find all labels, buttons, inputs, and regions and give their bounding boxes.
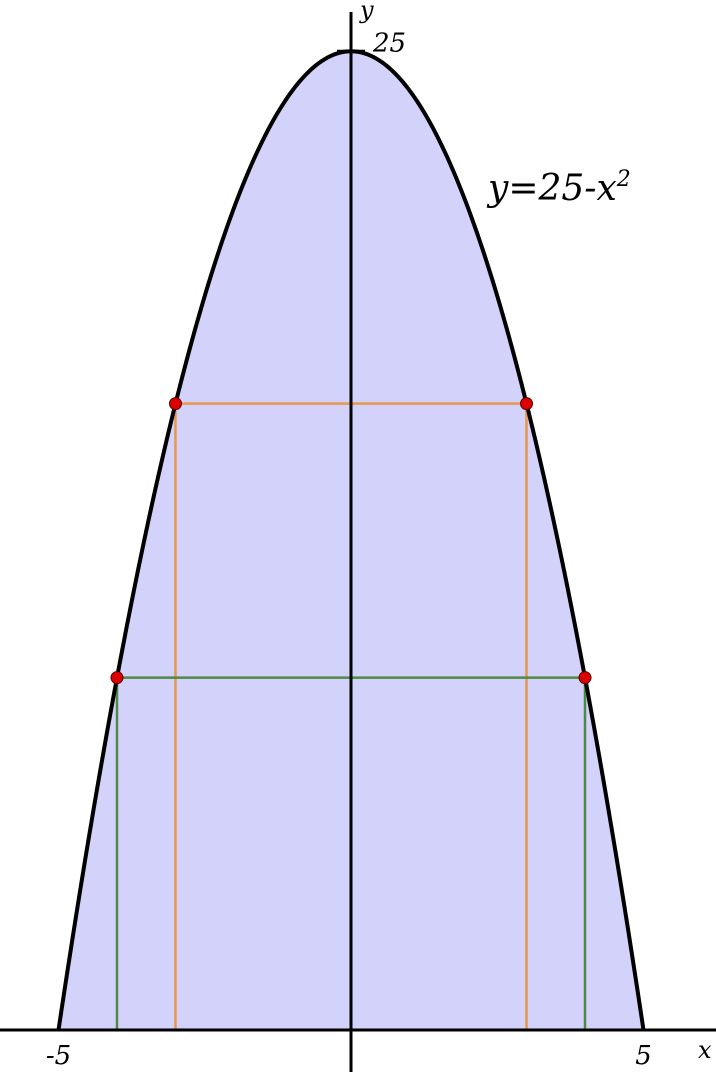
y-axis-label: y xyxy=(359,0,374,24)
curve-equation-exponent: 2 xyxy=(616,167,631,192)
y-tick-label-25: 25 xyxy=(372,28,406,58)
curve-equation-main: y=25-x xyxy=(486,168,617,209)
x-tick-label-max: 5 xyxy=(635,1041,652,1071)
intersection-point-1 xyxy=(169,397,182,411)
intersection-point-2 xyxy=(520,397,533,411)
x-axis-label: x xyxy=(698,1036,712,1064)
curve-equation-label: y=25-x2 xyxy=(486,167,631,209)
intersection-point-4 xyxy=(578,671,592,685)
x-tick-label-min: -5 xyxy=(46,1041,71,1071)
intersection-point-3 xyxy=(110,671,124,685)
